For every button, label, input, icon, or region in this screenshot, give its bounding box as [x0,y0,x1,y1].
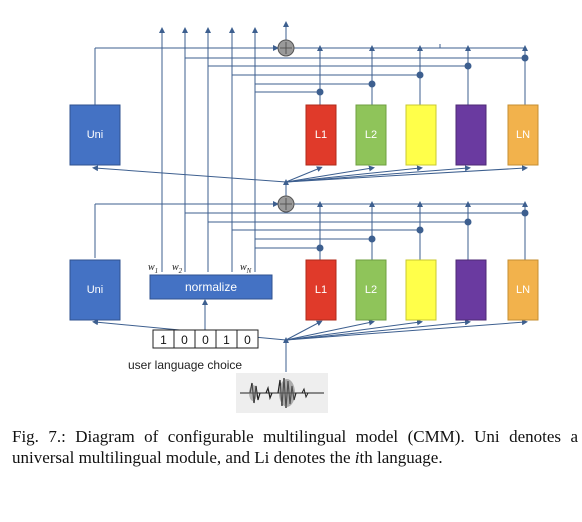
l4-module-upper [455,104,487,166]
weight-label-w2: w2 [172,262,183,275]
weight-label-wN: wN [240,262,252,275]
cmm-diagram: Uni L1 L2 LN Uni L1 L2 LN w1 w2 wN [69,21,539,413]
choice-bit: 1 [160,333,167,347]
ln-label: LN [516,284,530,296]
ln-label: LN [516,129,530,141]
choice-bit: 0 [244,333,251,347]
sum-node-upper [277,39,295,57]
choice-bit: 0 [202,333,209,347]
uni-module-lower: Uni [69,259,121,321]
normalize-box: normalize [149,274,273,300]
normalize-label: normalize [185,280,237,294]
l1-label: L1 [315,129,327,141]
l2-label: L2 [365,284,377,296]
weight-label-w1: w1 [148,262,158,275]
choice-label: user language choice [128,358,242,372]
choice-bit: 1 [223,333,230,347]
caption-italic-i: i [354,448,360,467]
l4-module-lower [455,259,487,321]
l1-label: L1 [315,284,327,296]
l3-module-lower [405,259,437,321]
choice-bit: 0 [181,333,188,347]
ln-module-upper: LN [507,104,539,166]
caption-text-end: th language. [359,448,443,467]
l1-module-upper: L1 [305,104,337,166]
caption-text: Fig. 7.: Diagram of configurable multili… [12,427,578,467]
figure-caption: Fig. 7.: Diagram of configurable multili… [12,426,578,468]
uni-label: Uni [87,129,104,141]
uni-label: Uni [87,284,104,296]
ln-module-lower: LN [507,259,539,321]
uni-module-upper: Uni [69,104,121,166]
language-choice-vector [152,329,259,349]
l2-module-lower: L2 [355,259,387,321]
l3-module-upper [405,104,437,166]
l2-label: L2 [365,129,377,141]
l1-module-lower: L1 [305,259,337,321]
l2-module-upper: L2 [355,104,387,166]
audio-waveform-icon [236,373,328,413]
sum-node-lower [277,195,295,213]
